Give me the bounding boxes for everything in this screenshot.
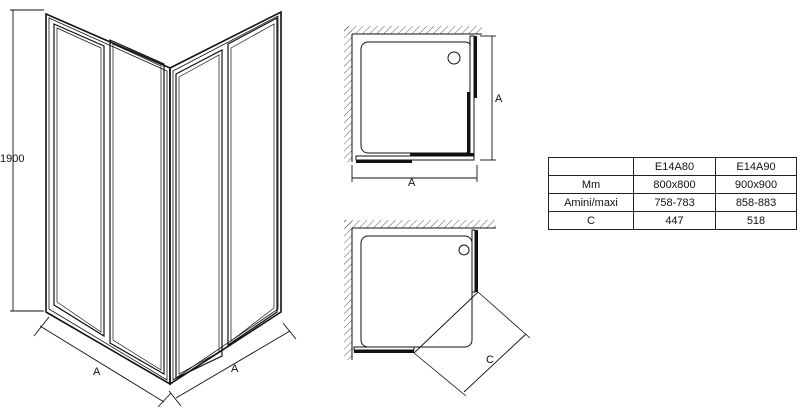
front-width-dimension bbox=[34, 317, 171, 407]
left-panel-2 bbox=[110, 40, 164, 374]
perspective-view bbox=[46, 12, 281, 384]
plan-top-depth-label: A bbox=[495, 93, 503, 105]
right-panel-1 bbox=[176, 50, 222, 378]
cell-value: 518 bbox=[716, 212, 797, 230]
drain-icon bbox=[448, 52, 460, 64]
spec-table: E14A80 E14A90 Mm 800x800 900x900 Amini/m… bbox=[548, 157, 797, 230]
cell-value: 900x900 bbox=[716, 176, 797, 194]
header-cell-e14a80: E14A80 bbox=[634, 158, 716, 176]
side-width-label: A bbox=[231, 363, 239, 375]
header-cell-e14a90: E14A90 bbox=[716, 158, 797, 176]
row-label: Amini/maxi bbox=[549, 194, 634, 212]
front-width-label: A bbox=[93, 366, 101, 378]
cell-value: 447 bbox=[634, 212, 716, 230]
table-header-row: E14A80 E14A90 bbox=[549, 158, 797, 176]
plan-view-top bbox=[344, 26, 496, 182]
cell-value: 858-883 bbox=[716, 194, 797, 212]
drain-icon-bottom bbox=[459, 245, 469, 255]
plan-top-width-label: A bbox=[408, 177, 416, 189]
cell-value: 758-783 bbox=[634, 194, 716, 212]
table-row: C 447 518 bbox=[549, 212, 797, 230]
row-label: C bbox=[549, 212, 634, 230]
header-cell-empty bbox=[549, 158, 634, 176]
left-side-frame bbox=[46, 14, 170, 384]
left-panel-1 bbox=[54, 24, 104, 336]
cell-value: 800x800 bbox=[634, 176, 716, 194]
shower-tray bbox=[361, 42, 472, 153]
table-row: Mm 800x800 900x900 bbox=[549, 176, 797, 194]
plan-view-bottom bbox=[344, 220, 530, 396]
table-row: Amini/maxi 758-783 858-883 bbox=[549, 194, 797, 212]
row-label: Mm bbox=[549, 176, 634, 194]
shower-tray-bottom bbox=[361, 236, 472, 347]
plan-bottom-c-label: C bbox=[486, 354, 494, 366]
right-panel-2 bbox=[228, 18, 277, 345]
height-label: 1900 bbox=[0, 153, 24, 165]
